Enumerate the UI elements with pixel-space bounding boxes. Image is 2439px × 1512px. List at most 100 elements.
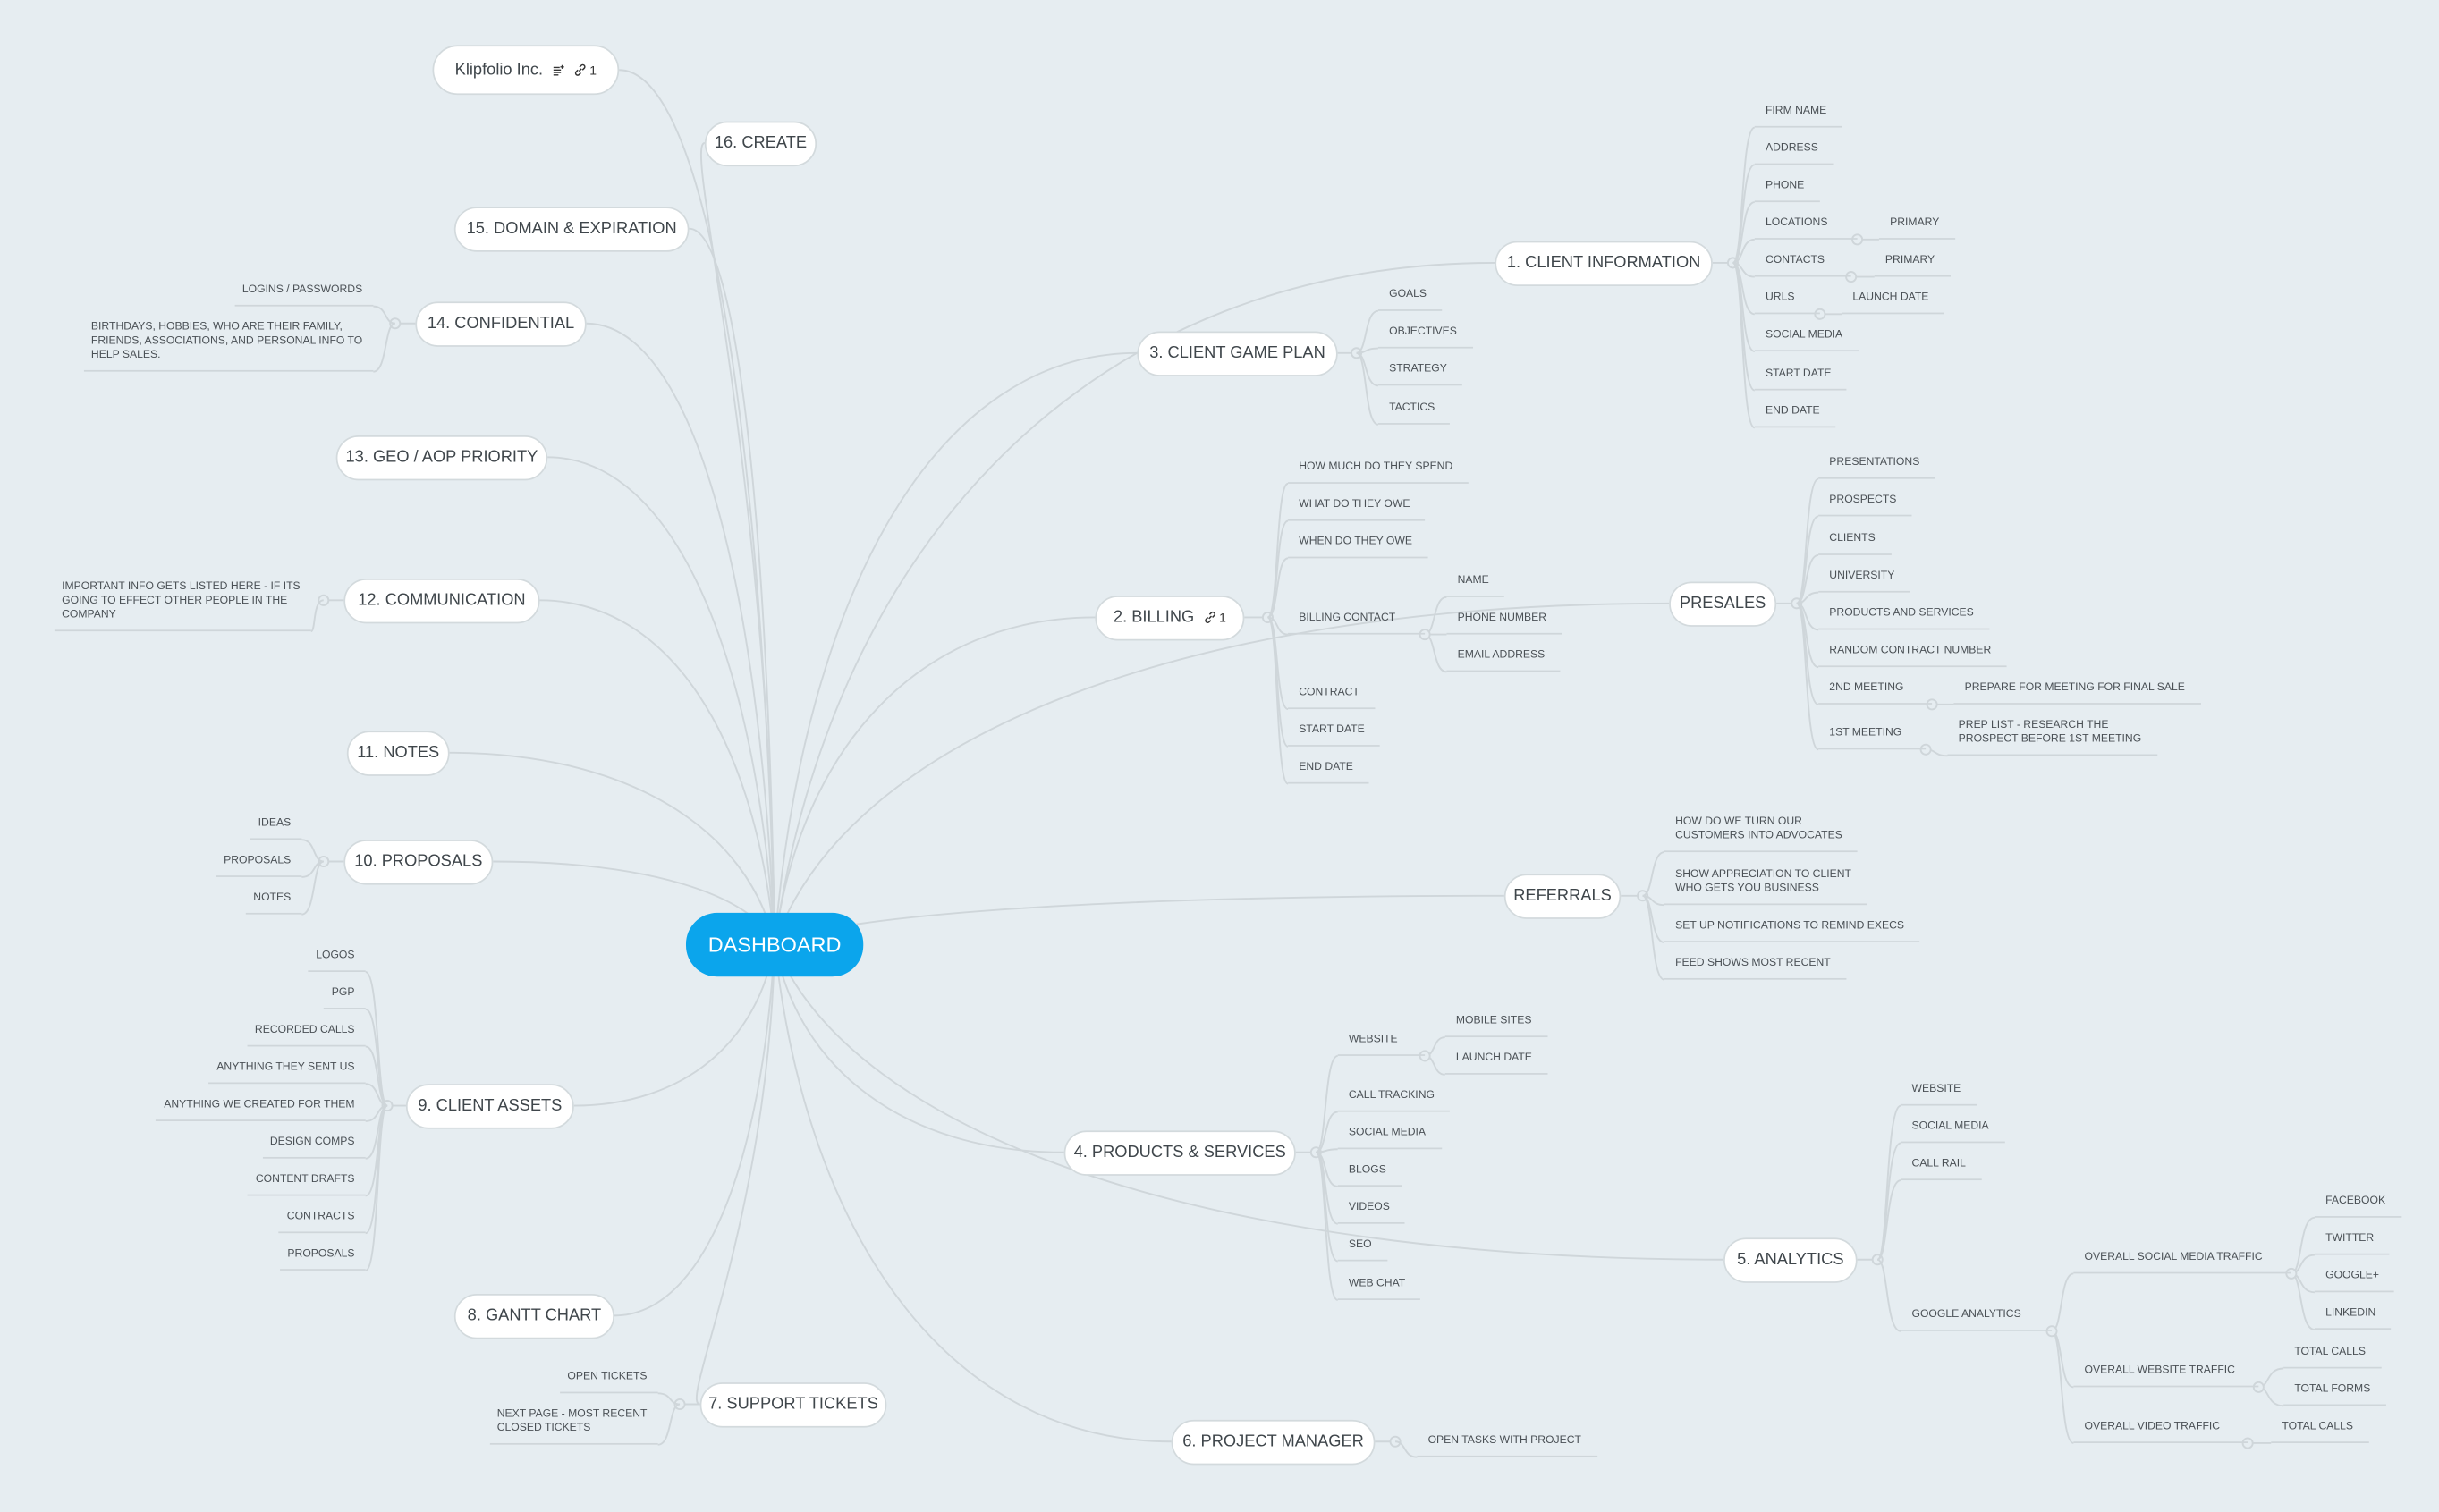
- subtopic[interactable]: NOTES: [245, 883, 302, 915]
- subtopic[interactable]: PHONE: [1754, 171, 1820, 203]
- subtopic[interactable]: NAME: [1446, 566, 1505, 597]
- subtopic[interactable]: FACEBOOK: [2314, 1187, 2401, 1218]
- subtopic[interactable]: SHOW APPRECIATION TO CLIENT WHO GETS YOU…: [1664, 860, 1867, 906]
- subtopic[interactable]: WHAT DO THEY OWE: [1288, 490, 1426, 521]
- subtopic[interactable]: FEED SHOWS MOST RECENT: [1664, 949, 1847, 980]
- subtopic[interactable]: TOTAL FORMS: [2283, 1374, 2386, 1406]
- collapse-toggle-dot[interactable]: [1814, 308, 1826, 320]
- topic-node-analytics[interactable]: 5. ANALYTICS: [1723, 1237, 1858, 1282]
- subtopic[interactable]: URLS: [1754, 283, 1820, 315]
- subtopic[interactable]: WEB CHAT: [1337, 1269, 1421, 1300]
- topic-node-notes[interactable]: 11. NOTES: [346, 730, 450, 775]
- subtopic[interactable]: PGP: [324, 978, 366, 1009]
- subtopic[interactable]: PHONE NUMBER: [1446, 604, 1562, 635]
- subtopic[interactable]: CONTENT DRAFTS: [248, 1165, 366, 1196]
- subtopic[interactable]: START DATE: [1288, 715, 1381, 747]
- subtopic[interactable]: UNIVERSITY: [1818, 562, 1910, 593]
- subtopic[interactable]: BILLING CONTACT: [1288, 604, 1426, 635]
- collapse-toggle-dot[interactable]: [1919, 743, 1932, 756]
- subtopic[interactable]: IMPORTANT INFO GETS LISTED HERE - IF ITS…: [54, 572, 311, 632]
- subtopic[interactable]: OPEN TASKS WITH PROJECT: [1417, 1426, 1597, 1457]
- topic-node-project-manager[interactable]: 6. PROJECT MANAGER: [1171, 1419, 1376, 1465]
- subtopic[interactable]: 1ST MEETING: [1818, 719, 1927, 750]
- subtopic[interactable]: CLIENTS: [1818, 524, 1892, 555]
- subtopic[interactable]: LAUNCH DATE: [1444, 1043, 1548, 1075]
- subtopic[interactable]: RECORDED CALLS: [247, 1016, 366, 1047]
- subtopic[interactable]: ADDRESS: [1754, 134, 1834, 165]
- subtopic[interactable]: OVERALL VIDEO TRAFFIC: [2073, 1412, 2248, 1443]
- subtopic[interactable]: LINKEDIN: [2314, 1298, 2392, 1330]
- subtopic[interactable]: WEBSITE: [1337, 1025, 1426, 1056]
- subtopic[interactable]: FIRM NAME: [1754, 97, 1842, 128]
- topic-node-products[interactable]: 4. PRODUCTS & SERVICES: [1063, 1129, 1296, 1175]
- subtopic[interactable]: SEO: [1337, 1230, 1388, 1262]
- subtopic[interactable]: TWITTER: [2314, 1224, 2390, 1255]
- subtopic[interactable]: PRODUCTS AND SERVICES: [1818, 599, 1990, 630]
- subtopic[interactable]: TOTAL CALLS: [2271, 1412, 2369, 1443]
- subtopic[interactable]: PROSPECTS: [1818, 486, 1912, 517]
- subtopic[interactable]: NEXT PAGE - MOST RECENT CLOSED TICKETS: [489, 1399, 658, 1445]
- topic-node-client-assets[interactable]: 9. CLIENT ASSETS: [405, 1083, 574, 1128]
- subtopic[interactable]: OVERALL WEBSITE TRAFFIC: [2073, 1356, 2259, 1388]
- subtopic[interactable]: CALL RAIL: [1901, 1149, 1982, 1181]
- topic-node-referrals[interactable]: REFERRALS: [1503, 873, 1622, 918]
- topic-node-communication[interactable]: 12. COMMUNICATION: [343, 578, 540, 623]
- subtopic[interactable]: CONTRACT: [1288, 678, 1376, 710]
- subtopic[interactable]: EMAIL ADDRESS: [1446, 641, 1561, 672]
- subtopic[interactable]: WHEN DO THEY OWE: [1288, 528, 1428, 559]
- subtopic[interactable]: 2ND MEETING: [1818, 673, 1933, 705]
- subtopic[interactable]: START DATE: [1754, 359, 1847, 391]
- link-badge[interactable]: 1: [574, 63, 597, 77]
- subtopic[interactable]: SET UP NOTIFICATIONS TO REMIND EXECS: [1664, 911, 1920, 942]
- subtopic[interactable]: ANYTHING THEY SENT US: [208, 1052, 366, 1085]
- topic-node-presales[interactable]: PRESALES: [1669, 580, 1777, 627]
- subtopic[interactable]: OVERALL SOCIAL MEDIA TRAFFIC: [2073, 1243, 2291, 1274]
- subtopic[interactable]: GOALS: [1377, 280, 1443, 311]
- subtopic[interactable]: GOOGLE ANALYTICS: [1901, 1300, 2053, 1331]
- subtopic[interactable]: CONTRACTS: [279, 1202, 366, 1234]
- collapse-toggle-dot[interactable]: [1851, 233, 1864, 246]
- subtopic[interactable]: GOOGLE+: [2314, 1261, 2395, 1293]
- subtopic[interactable]: VIDEOS: [1337, 1193, 1406, 1224]
- topic-node-confidential[interactable]: 14. CONFIDENTIAL: [415, 300, 587, 346]
- subtopic[interactable]: LAUNCH DATE: [1842, 283, 1944, 315]
- subtopic[interactable]: PRESENTATIONS: [1818, 448, 1935, 479]
- subtopic[interactable]: CALL TRACKING: [1337, 1081, 1451, 1112]
- subtopic[interactable]: SOCIAL MEDIA: [1337, 1118, 1442, 1150]
- subtopic[interactable]: LOGINS / PASSWORDS: [234, 275, 374, 307]
- subtopic[interactable]: LOGOS: [308, 941, 366, 972]
- subtopic[interactable]: TOTAL CALLS: [2283, 1338, 2382, 1369]
- subtopic[interactable]: CONTACTS: [1754, 246, 1851, 277]
- subtopic[interactable]: PRIMARY: [1874, 246, 1951, 277]
- notes-icon[interactable]: [553, 63, 565, 76]
- subtopic[interactable]: MOBILE SITES: [1444, 1006, 1547, 1038]
- subtopic[interactable]: STRATEGY: [1377, 355, 1463, 386]
- topic-node-domain[interactable]: 15. DOMAIN & EXPIRATION: [453, 206, 690, 251]
- topic-node-client-info[interactable]: 1. CLIENT INFORMATION: [1495, 240, 1713, 286]
- subtopic[interactable]: SOCIAL MEDIA: [1754, 320, 1859, 352]
- subtopic[interactable]: ANYTHING WE CREATED FOR THEM: [156, 1090, 366, 1121]
- subtopic[interactable]: END DATE: [1754, 396, 1836, 428]
- topic-node-gantt[interactable]: 8. GANTT CHART: [453, 1293, 614, 1339]
- topic-node-create[interactable]: 16. CREATE: [704, 120, 817, 166]
- subtopic[interactable]: WEBSITE: [1901, 1075, 1977, 1106]
- subtopic[interactable]: END DATE: [1288, 753, 1369, 784]
- link-badge[interactable]: 1: [1204, 611, 1226, 624]
- collapse-toggle-dot[interactable]: [1419, 1050, 1431, 1062]
- subtopic[interactable]: DESIGN COMPS: [262, 1128, 366, 1159]
- subtopic[interactable]: PROPOSALS: [279, 1239, 366, 1271]
- subtopic[interactable]: PROPOSALS: [216, 846, 302, 877]
- topic-node-support[interactable]: 7. SUPPORT TICKETS: [699, 1381, 887, 1427]
- topic-node-klipfolio[interactable]: Klipfolio Inc.1: [432, 45, 620, 96]
- topic-node-game-plan[interactable]: 3. CLIENT GAME PLAN: [1137, 330, 1338, 376]
- subtopic[interactable]: IDEAS: [250, 808, 302, 840]
- subtopic[interactable]: PREP LIST - RESEARCH THE PROSPECT BEFORE…: [1947, 711, 2157, 756]
- topic-node-proposals[interactable]: 10. PROPOSALS: [343, 839, 494, 884]
- subtopic[interactable]: OPEN TICKETS: [559, 1363, 658, 1394]
- subtopic[interactable]: PREPARE FOR MEETING FOR FINAL SALE: [1953, 673, 2201, 705]
- subtopic[interactable]: HOW DO WE TURN OUR CUSTOMERS INTO ADVOCA…: [1664, 807, 1859, 853]
- central-topic-dashboard[interactable]: DASHBOARD: [685, 912, 864, 977]
- collapse-toggle-dot[interactable]: [1389, 1435, 1402, 1448]
